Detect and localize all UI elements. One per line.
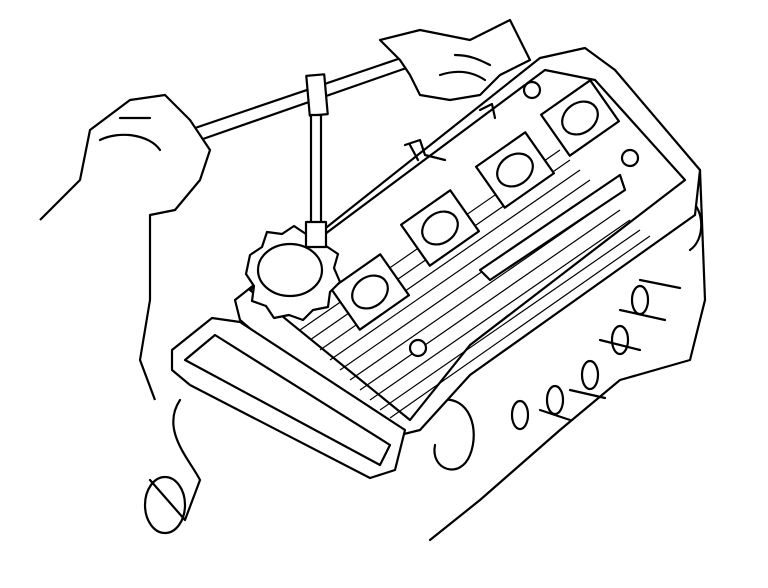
cover-nut-icon [620,148,640,168]
cover-nuts [403,80,640,358]
engine-block [143,148,707,542]
oil-filler-cap-icon [244,224,342,322]
spark-plug-wells [329,79,627,331]
spark-plug-well-1 [329,253,411,331]
breather-fitting [403,138,447,162]
center-plate [478,173,627,282]
cover-nut-icon [408,338,428,358]
spark-plug-well-4 [539,79,621,157]
hand-left [39,93,212,401]
spark-plug-well-2 [399,189,481,267]
hand-right [378,18,532,102]
spark-plug-well-3 [474,131,556,209]
cover-nut-icon [522,80,542,100]
